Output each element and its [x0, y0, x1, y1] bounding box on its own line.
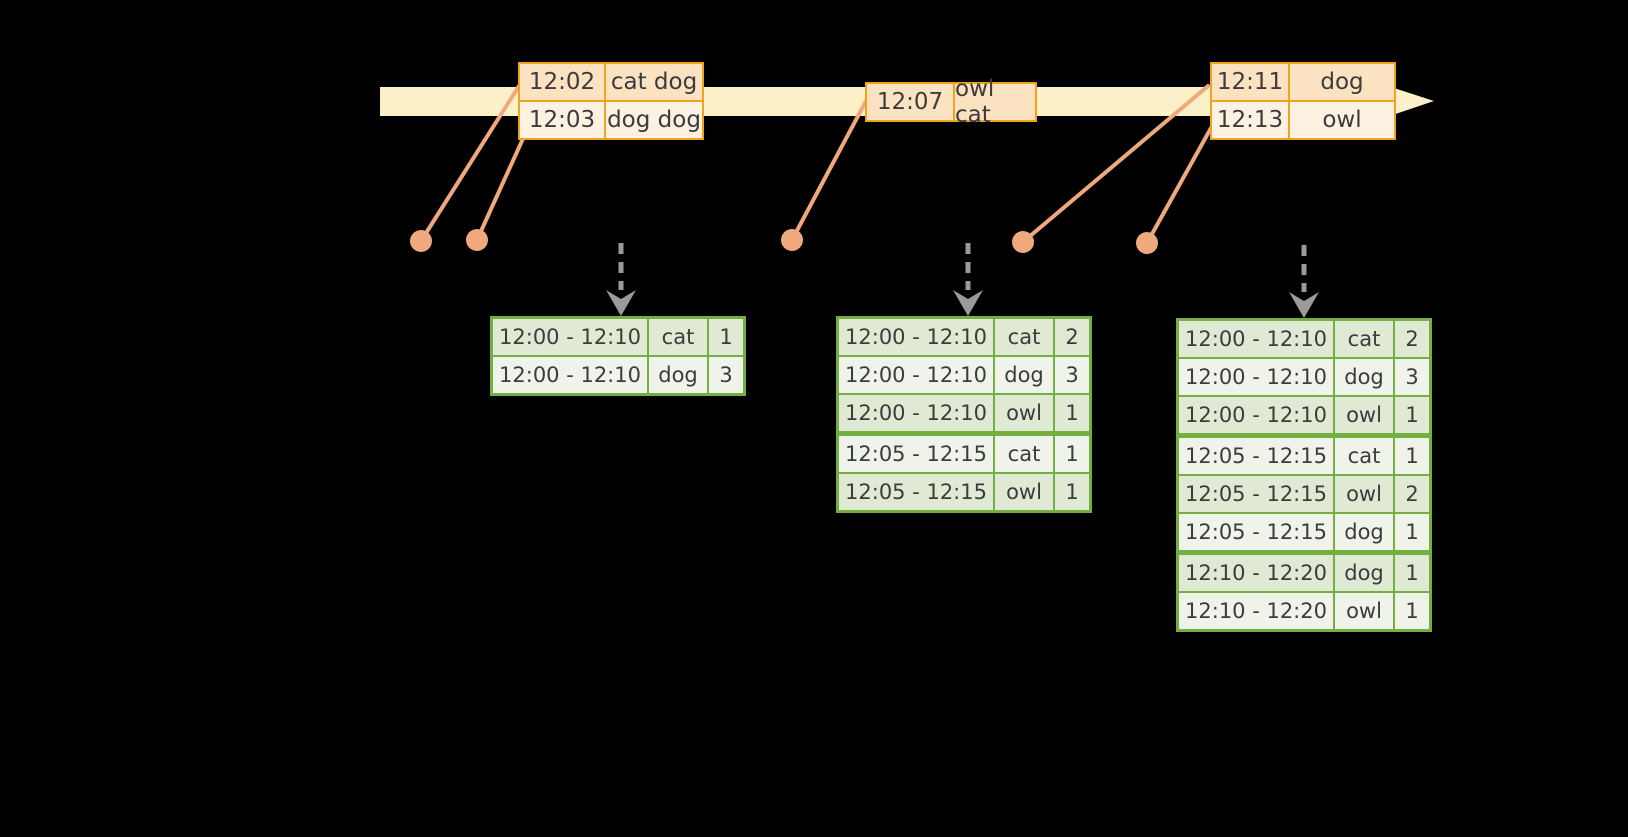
event-time-cell: 12:03 — [520, 102, 604, 138]
window-cell: 12:00 - 12:10 — [839, 357, 993, 393]
window-cell: 12:05 - 12:15 — [839, 474, 993, 510]
connector-line — [475, 130, 528, 242]
count-cell: 1 — [1395, 438, 1429, 474]
window-cell: 12:10 - 12:20 — [1179, 593, 1333, 629]
window-cell: 12:00 - 12:10 — [493, 357, 647, 393]
window-cell: 12:00 - 12:10 — [1179, 321, 1333, 357]
result-row: 12:05 - 12:15 owl 2 — [1179, 476, 1429, 512]
count-cell: 2 — [1055, 319, 1089, 355]
event-words-cell: dog — [1290, 64, 1394, 100]
connector-line — [790, 99, 868, 242]
event-dot — [781, 229, 803, 251]
result-row: 12:10 - 12:20 dog 1 — [1179, 555, 1429, 591]
result-row: 12:00 - 12:10 cat 2 — [839, 319, 1089, 355]
event-dot — [1012, 231, 1034, 253]
count-cell: 3 — [1055, 357, 1089, 393]
word-cell: dog — [995, 357, 1053, 393]
result-row: 12:00 - 12:10 cat 1 — [493, 319, 743, 355]
window-cell: 12:05 - 12:15 — [839, 436, 993, 472]
connector-line — [1145, 126, 1213, 245]
count-cell: 3 — [709, 357, 743, 393]
word-cell: cat — [1335, 438, 1393, 474]
result-row: 12:00 - 12:10 dog 3 — [493, 357, 743, 393]
result-row: 12:05 - 12:15 dog 1 — [1179, 514, 1429, 550]
count-cell: 1 — [709, 319, 743, 355]
word-cell: dog — [1335, 555, 1393, 591]
count-cell: 1 — [1055, 395, 1089, 431]
window-cell: 12:00 - 12:10 — [839, 319, 993, 355]
event-table: 12:11 dog 12:13 owl — [1210, 62, 1396, 140]
count-cell: 1 — [1395, 555, 1429, 591]
event-row: 12:13 owl — [1212, 102, 1394, 138]
connector-line — [1021, 84, 1210, 244]
event-row: 12:03 dog dog — [520, 102, 702, 138]
event-row: 12:11 dog — [1212, 64, 1394, 100]
window-cell: 12:00 - 12:10 — [839, 395, 993, 431]
count-cell: 1 — [1395, 593, 1429, 629]
trigger-arrow-head — [953, 290, 983, 316]
word-cell: cat — [649, 319, 707, 355]
word-cell: dog — [1335, 514, 1393, 550]
window-cell: 12:00 - 12:10 — [493, 319, 647, 355]
event-time-cell: 12:11 — [1212, 64, 1288, 100]
event-dot — [410, 230, 432, 252]
event-row: 12:02 cat dog — [520, 64, 702, 100]
event-table: 12:07 owl cat — [865, 76, 1037, 128]
count-cell: 2 — [1395, 321, 1429, 357]
window-cell: 12:00 - 12:10 — [1179, 397, 1333, 433]
event-dot — [1136, 232, 1158, 254]
connector-line — [419, 84, 521, 243]
event-row: 12:07 owl cat — [867, 76, 1035, 128]
result-row: 12:05 - 12:15 cat 1 — [1179, 438, 1429, 474]
word-cell: owl — [995, 474, 1053, 510]
result-row: 12:00 - 12:10 owl 1 — [839, 395, 1089, 431]
event-words-cell: cat dog — [606, 64, 702, 100]
result-row: 12:00 - 12:10 dog 3 — [1179, 359, 1429, 395]
result-table: 12:00 - 12:10 cat 1 12:00 - 12:10 dog 3 — [490, 316, 746, 396]
result-row: 12:10 - 12:20 owl 1 — [1179, 593, 1429, 629]
result-row: 12:05 - 12:15 owl 1 — [839, 474, 1089, 510]
word-cell: cat — [995, 436, 1053, 472]
event-time-cell: 12:13 — [1212, 102, 1288, 138]
word-cell: cat — [995, 319, 1053, 355]
result-row: 12:05 - 12:15 cat 1 — [839, 436, 1089, 472]
window-cell: 12:05 - 12:15 — [1179, 476, 1333, 512]
word-cell: dog — [1335, 359, 1393, 395]
count-cell: 2 — [1395, 476, 1429, 512]
word-cell: owl — [995, 395, 1053, 431]
window-cell: 12:10 - 12:20 — [1179, 555, 1333, 591]
trigger-arrow-head — [1289, 292, 1319, 318]
event-time-cell: 12:07 — [867, 84, 953, 120]
word-cell: dog — [649, 357, 707, 393]
count-cell: 1 — [1395, 397, 1429, 433]
count-cell: 1 — [1055, 474, 1089, 510]
word-cell: owl — [1335, 397, 1393, 433]
result-row: 12:00 - 12:10 dog 3 — [839, 357, 1089, 393]
trigger-arrow-head — [606, 290, 636, 316]
word-cell: cat — [1335, 321, 1393, 357]
word-cell: owl — [1335, 593, 1393, 629]
event-words-cell: owl — [1290, 102, 1394, 138]
result-row: 12:00 - 12:10 cat 2 — [1179, 321, 1429, 357]
count-cell: 3 — [1395, 359, 1429, 395]
result-row: 12:00 - 12:10 owl 1 — [1179, 397, 1429, 433]
event-words-cell: dog dog — [606, 102, 702, 138]
window-cell: 12:05 - 12:15 — [1179, 438, 1333, 474]
count-cell: 1 — [1055, 436, 1089, 472]
word-cell: owl — [1335, 476, 1393, 512]
window-cell: 12:05 - 12:15 — [1179, 514, 1333, 550]
event-table: 12:02 cat dog 12:03 dog dog — [518, 62, 704, 140]
window-cell: 12:00 - 12:10 — [1179, 359, 1333, 395]
result-table: 12:00 - 12:10 cat 2 12:00 - 12:10 dog 3 … — [1176, 318, 1432, 632]
event-time-cell: 12:02 — [520, 64, 604, 100]
event-dot — [466, 229, 488, 251]
event-words-cell: owl cat — [955, 76, 1035, 128]
count-cell: 1 — [1395, 514, 1429, 550]
result-table: 12:00 - 12:10 cat 2 12:00 - 12:10 dog 3 … — [836, 316, 1092, 513]
